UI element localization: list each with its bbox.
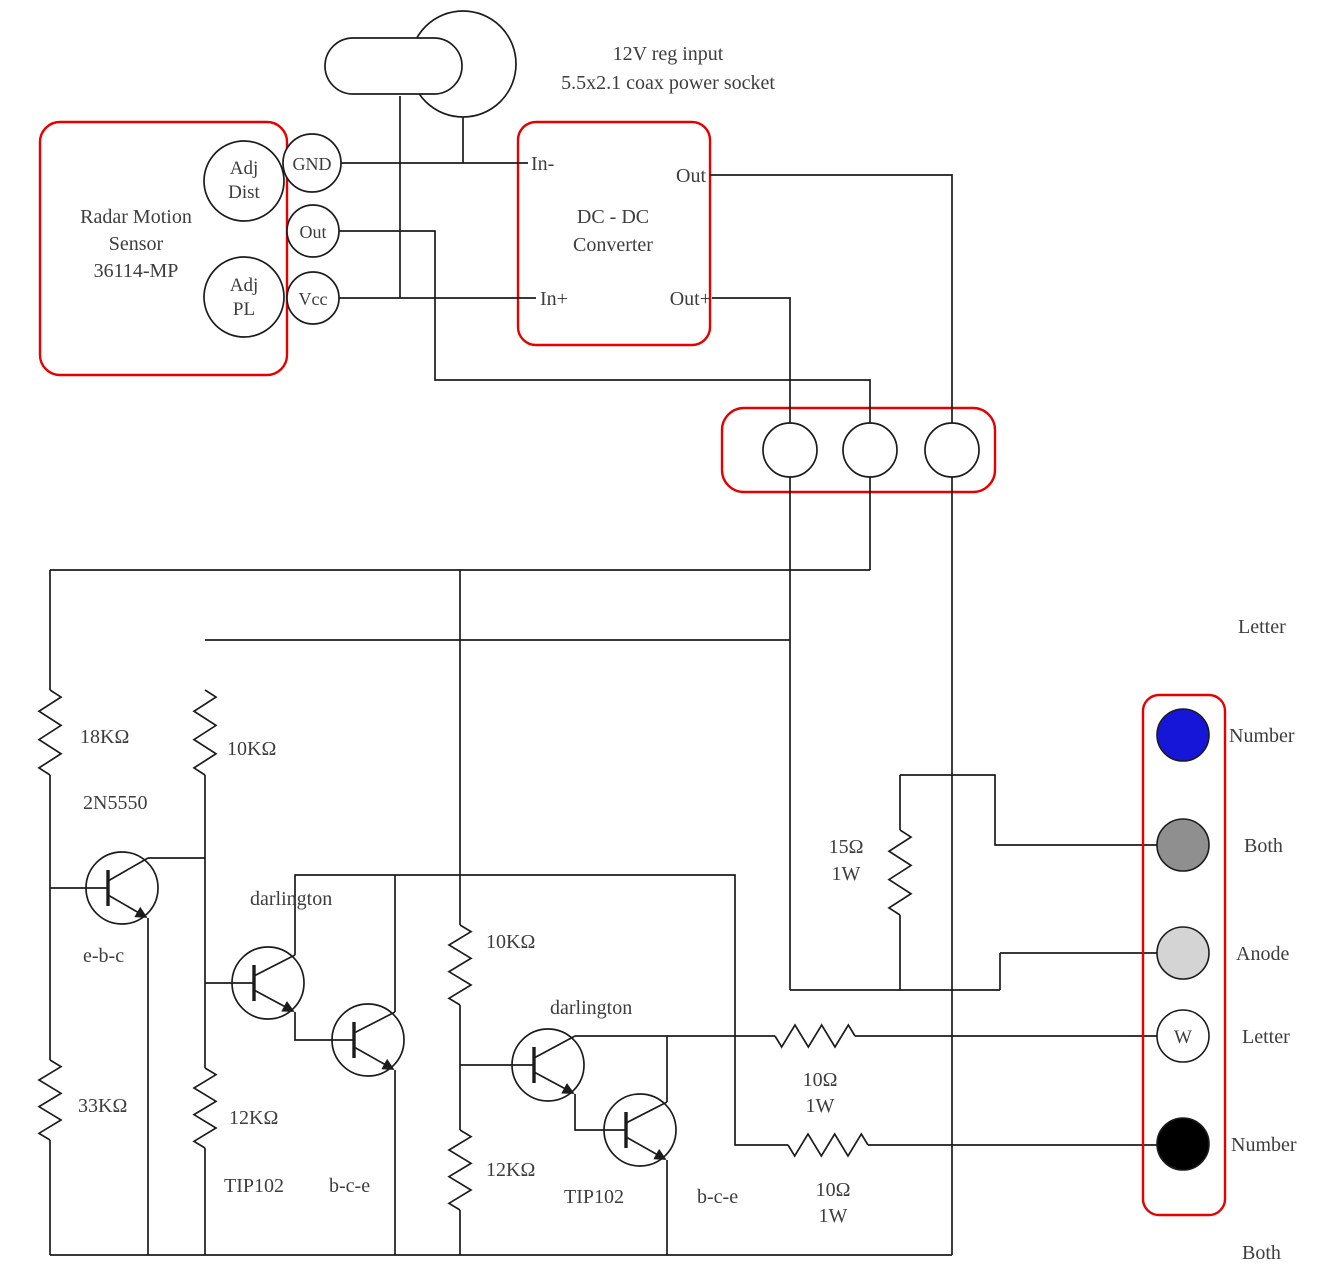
adj-dist-label1: Adj (230, 158, 259, 179)
d1b-emitter (353, 1046, 395, 1070)
display-label-above: Letter (1238, 616, 1286, 638)
wire-run-top (339, 96, 953, 423)
display-pin-label-2: Anode (1236, 943, 1289, 965)
resistor-10ohm-a (774, 1023, 856, 1049)
labels: 12V reg input 5.5x2.1 coax power socket … (78, 43, 1297, 1264)
wire-run-bus (49, 477, 953, 1256)
label-r10k-b: 10KΩ (486, 931, 535, 953)
display-pin-anode (1156, 926, 1210, 980)
label-d1-name: darlington (250, 888, 332, 910)
wire-run-display (790, 774, 1157, 991)
dcdc-pin-out-pos: Out+ (670, 288, 711, 310)
dcdc-pin-in-neg: In- (531, 153, 554, 175)
resistor-15ohm (887, 829, 913, 916)
display-pin-letter (1156, 1009, 1210, 1063)
d2a-collector (533, 1035, 576, 1059)
resistor-18k (37, 689, 63, 776)
q1-emitter (107, 894, 148, 918)
label-d1-part: TIP102 (224, 1175, 284, 1197)
dcdc-converter-module (516, 120, 712, 347)
adj-pl-pot (203, 256, 285, 338)
inline-pin-2 (842, 422, 898, 478)
resistor-10k-b (447, 924, 473, 1006)
d1a-emitter (253, 989, 295, 1012)
adj-pl-label2: PL (233, 299, 255, 320)
label-q1-part: 2N5550 (83, 792, 147, 814)
dcdc-pin-out: Out (676, 165, 706, 187)
label-r12k-a: 12KΩ (229, 1107, 278, 1129)
inline-pin-1 (762, 422, 818, 478)
inline-pin-3 (924, 422, 980, 478)
label-r12k-b: 12KΩ (486, 1159, 535, 1181)
inline-connector (720, 406, 997, 494)
socket-caption-line2: 5.5x2.1 coax power socket (561, 72, 775, 94)
radar-title-line2: Sensor (109, 233, 164, 255)
label-r18k: 18KΩ (80, 726, 129, 748)
display-pin-both (1156, 818, 1210, 872)
darlington1-qa (252, 954, 296, 1012)
label-q1-pins: e-b-c (83, 945, 124, 967)
display-pin-letter-mark: W (1174, 1027, 1192, 1048)
dcdc-title-line2: Converter (573, 234, 653, 256)
d1a-collector (253, 954, 296, 977)
display-connector (1141, 693, 1227, 1217)
darlington2-qb (624, 1101, 668, 1160)
display-label-below: Both (1242, 1242, 1281, 1264)
display-pin-number-blue (1156, 708, 1210, 762)
label-r10-b-w: 1W (819, 1205, 848, 1227)
wires (49, 96, 1157, 1256)
d2b-emitter (625, 1136, 667, 1160)
radar-box-outline (38, 120, 289, 377)
label-r10-a: 10Ω (803, 1069, 838, 1091)
radar-title-line3: 36114-MP (94, 260, 179, 282)
darlington2-qa (532, 1035, 576, 1094)
dcdc-title-line1: DC - DC (577, 206, 649, 228)
wire-run-amplifier (50, 775, 1157, 1255)
display-pin-label-4: Number (1231, 1134, 1297, 1156)
label-r33k: 33KΩ (78, 1095, 127, 1117)
darlington1-qb (352, 1011, 396, 1070)
resistor-33k (37, 1059, 63, 1141)
coax-power-socket (324, 10, 517, 118)
display-pin-label-1: Both (1244, 835, 1283, 857)
label-d2-name: darlington (550, 997, 632, 1019)
display-connector-outline (1141, 693, 1227, 1217)
dcdc-pin-in-pos: In+ (540, 288, 568, 310)
radar-title-line1: Radar Motion (80, 206, 192, 228)
adj-pl-label1: Adj (230, 275, 259, 296)
resistor-12k-a (192, 1067, 218, 1149)
q1-collector (107, 857, 149, 882)
label-r15: 15Ω (829, 836, 864, 858)
display-pin-number-black (1156, 1117, 1210, 1171)
socket-pin (324, 37, 463, 95)
label-r10k-a: 10KΩ (227, 738, 276, 760)
radar-pin-out-label: Out (300, 222, 327, 242)
resistor-10ohm-b (787, 1132, 869, 1158)
label-d1-pins: b-c-e (329, 1175, 370, 1197)
label-d2-part: TIP102 (564, 1186, 624, 1208)
label-r15-w: 1W (832, 863, 861, 885)
inline-connector-outline (720, 406, 997, 494)
socket-caption-line1: 12V reg input (613, 43, 724, 65)
d2b-collector (625, 1101, 668, 1124)
label-r10-b: 10Ω (816, 1179, 851, 1201)
label-r10-a-w: 1W (806, 1095, 835, 1117)
d2a-emitter (533, 1071, 575, 1094)
display-pin-label-3: Letter (1242, 1026, 1290, 1048)
adj-dist-label2: Dist (228, 182, 260, 203)
dcdc-box-outline (516, 120, 712, 347)
resistor-symbols (37, 689, 913, 1211)
transistor-q1-2n5550 (106, 857, 149, 918)
label-d2-pins: b-c-e (697, 1186, 738, 1208)
resistor-10k-a (192, 689, 218, 776)
radar-pin-vcc-label: Vcc (299, 289, 328, 309)
d1b-collector (353, 1011, 396, 1034)
resistor-12k-b (447, 1129, 473, 1211)
adj-dist-pot (203, 140, 285, 222)
radar-pin-gnd-label: GND (293, 154, 332, 174)
display-pin-label-0: Number (1229, 725, 1295, 747)
